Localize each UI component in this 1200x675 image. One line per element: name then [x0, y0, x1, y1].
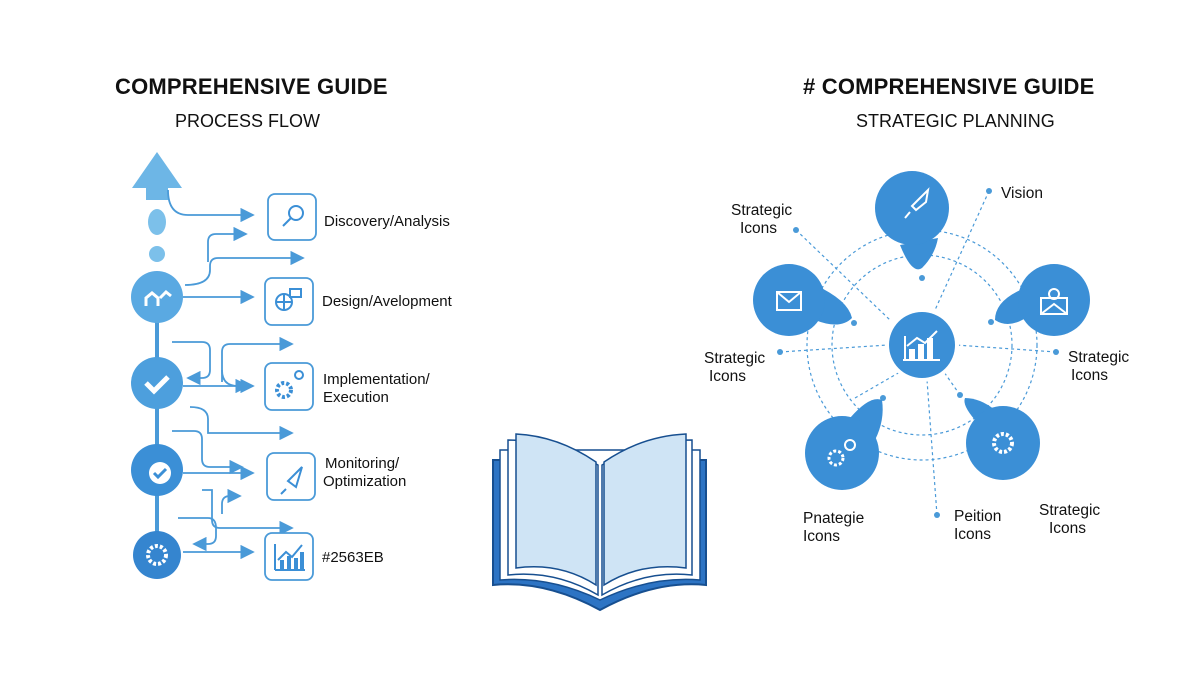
- process-timeline: [131, 152, 305, 579]
- step-label-4b: Optimization: [323, 473, 407, 490]
- step-label-1: Discovery/Analysis: [324, 213, 450, 230]
- gear-node: [966, 406, 1040, 480]
- right-subtitle: STRATEGIC PLANNING: [856, 111, 1055, 131]
- label-top-left-1: Strategic: [731, 202, 793, 219]
- rocket-node: [875, 171, 949, 245]
- label-bottom-right-1: Strategic: [1039, 502, 1101, 519]
- strategy-wheel: [753, 171, 1090, 518]
- gears-icon: [275, 381, 293, 399]
- bar-chart-icon: [903, 330, 940, 361]
- gear-icon: [992, 432, 1014, 454]
- bar-chart-icon: [274, 544, 305, 571]
- label-bottom-left-2: Icons: [803, 528, 841, 545]
- right-title: # COMPREHENSIVE GUIDE: [803, 74, 1095, 99]
- mail-node: [753, 264, 825, 336]
- gears-node: [805, 416, 879, 490]
- step-circle-2: [131, 357, 183, 409]
- step-label-2: Design/Avelopment: [322, 293, 452, 310]
- label-bottom-mid-2: Icons: [954, 526, 992, 543]
- step-label-3a: Implementation/: [323, 371, 430, 388]
- rocket-icon: [904, 187, 930, 219]
- label-top-left-2: Icons: [740, 220, 778, 237]
- label-bottom-left-1: Pnategie: [803, 510, 865, 527]
- oval-marker: [148, 209, 166, 235]
- step-label-5: #2563EB: [322, 549, 384, 566]
- gears-icon: [827, 449, 845, 467]
- trend-icon: [144, 289, 172, 306]
- dot-marker: [149, 246, 165, 262]
- check-circle-icon: [152, 467, 168, 480]
- step-label-4a: Monitoring/: [325, 455, 400, 472]
- magnifier-icon: [288, 205, 304, 221]
- rocket-icon: [280, 466, 303, 495]
- mail-icon: [776, 291, 802, 311]
- label-right-2: Icons: [1071, 367, 1109, 384]
- open-book-illustration: [492, 433, 707, 612]
- label-right-1: Strategic: [1068, 349, 1130, 366]
- step-circle-4: [133, 531, 181, 579]
- up-arrow-icon: [132, 152, 182, 200]
- left-subtitle: PROCESS FLOW: [175, 111, 321, 131]
- label-left-1: Strategic: [704, 350, 766, 367]
- step-label-3b: Execution: [323, 389, 389, 406]
- label-left-2: Icons: [709, 368, 747, 385]
- left-title: COMPREHENSIVE GUIDE: [115, 74, 388, 99]
- check-icon: [144, 375, 170, 395]
- gear-icon: [146, 544, 168, 566]
- label-vision: Vision: [1001, 185, 1043, 202]
- label-bottom-right-2: Icons: [1049, 520, 1087, 537]
- label-bottom-mid-1: Peition: [954, 508, 1002, 525]
